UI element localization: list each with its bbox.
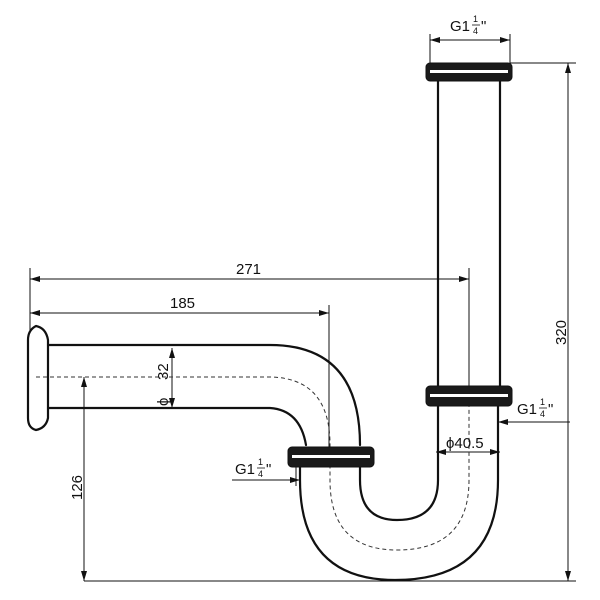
svg-text:": " bbox=[481, 18, 486, 35]
label-126: 126 bbox=[69, 475, 86, 500]
svg-text:4: 4 bbox=[540, 409, 545, 419]
arrow-185-right bbox=[319, 310, 329, 316]
svg-text:G1: G1 bbox=[517, 401, 537, 418]
svg-text:1: 1 bbox=[258, 457, 263, 467]
dimension-lines bbox=[29, 34, 576, 582]
label-185: 185 bbox=[170, 295, 195, 312]
svg-text:1: 1 bbox=[540, 397, 545, 407]
svg-text:1: 1 bbox=[473, 14, 478, 24]
arrow-126-bottom bbox=[81, 571, 87, 581]
label-32: 32 bbox=[155, 363, 172, 380]
label-phi40: ϕ40.5 bbox=[446, 435, 484, 452]
pipe-centerline bbox=[36, 376, 470, 551]
labels: 271 185 320 126 ϕ 32 ϕ40.5 G1 1 4 " G1 1… bbox=[69, 14, 570, 500]
svg-text:": " bbox=[266, 461, 271, 478]
label-320: 320 bbox=[553, 320, 570, 345]
arrow-271-right bbox=[459, 276, 469, 282]
arrow-271-left bbox=[30, 276, 40, 282]
u-trap-outer bbox=[298, 403, 500, 582]
svg-text:4: 4 bbox=[473, 26, 478, 36]
svg-text:G1: G1 bbox=[450, 18, 470, 35]
label-phi-symbol: ϕ bbox=[155, 398, 172, 406]
arrow-185-left bbox=[30, 310, 40, 316]
label-thread-right: G1 1 4 " bbox=[517, 397, 553, 419]
arrow-320-top bbox=[565, 63, 571, 73]
svg-text:": " bbox=[548, 401, 553, 418]
arrow-126-top bbox=[81, 377, 87, 387]
svg-text:G1: G1 bbox=[235, 461, 255, 478]
u-trap-inner bbox=[358, 403, 440, 522]
nuts bbox=[287, 62, 513, 468]
siphon-pipe bbox=[26, 78, 502, 582]
horizontal-pipe-top bbox=[46, 343, 362, 447]
wall-flange bbox=[26, 324, 50, 432]
arrow-320-bottom bbox=[565, 571, 571, 581]
label-thread-top: G1 1 4 " bbox=[450, 14, 486, 36]
label-thread-left: G1 1 4 " bbox=[235, 457, 271, 479]
horizontal-pipe-bottom bbox=[46, 406, 308, 447]
svg-text:4: 4 bbox=[258, 469, 263, 479]
label-271: 271 bbox=[236, 261, 261, 278]
